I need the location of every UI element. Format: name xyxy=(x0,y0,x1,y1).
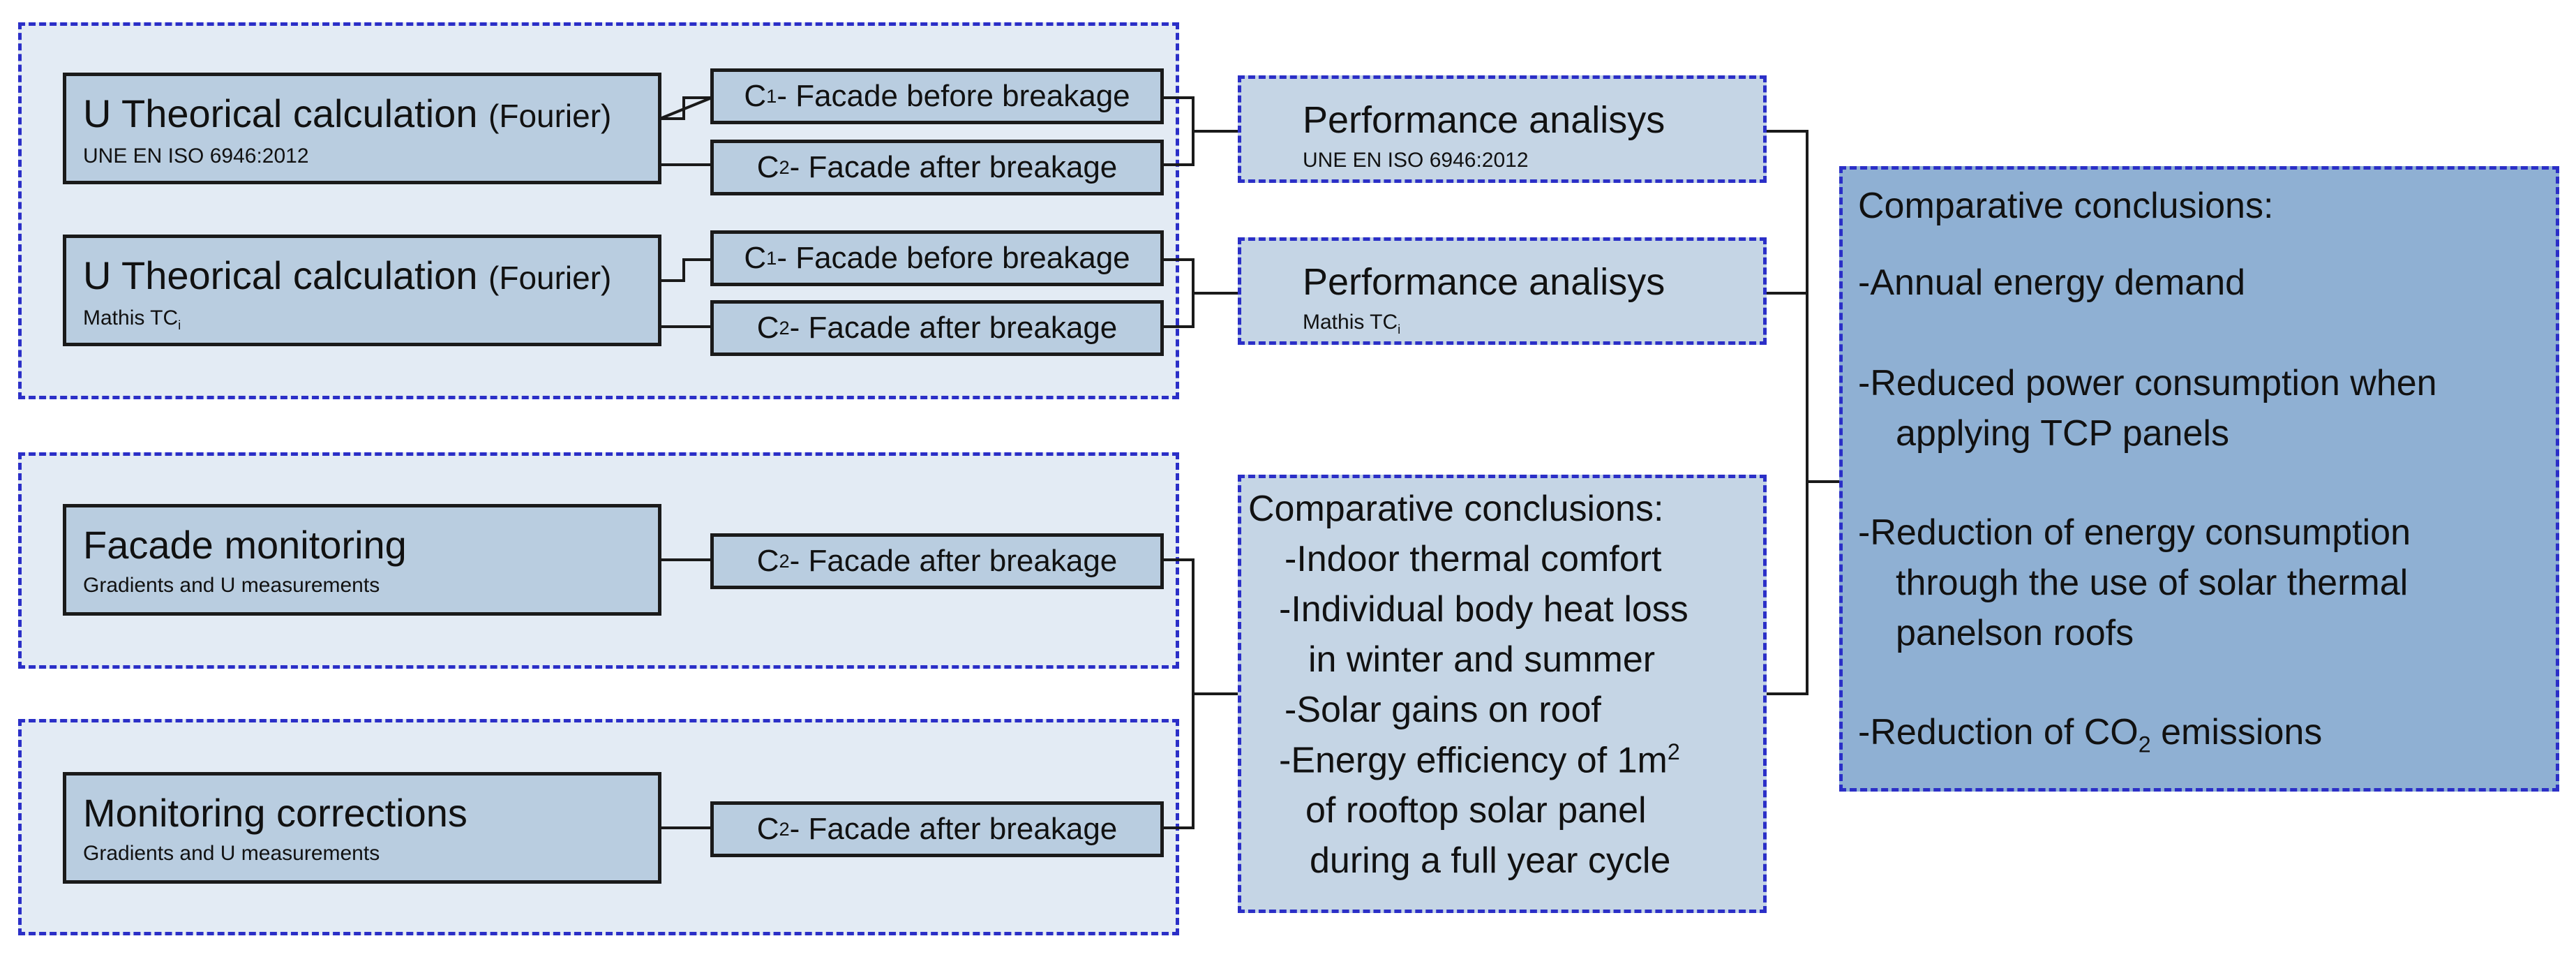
monitoring-corrections-title: Monitoring corrections xyxy=(83,791,467,835)
conclusion-item: applying TCP panels xyxy=(1896,413,2229,454)
conclusion-item: -Indoor thermal comfort xyxy=(1285,539,1662,579)
theoretical-calculation-mathis-box: U Theorical calculation (Fourier) Mathis… xyxy=(63,235,661,346)
standard-label: UNE EN ISO 6946:2012 xyxy=(1303,149,1529,172)
standard-label: UNE EN ISO 6946:2012 xyxy=(83,144,309,168)
conclusion-item: in winter and summer xyxy=(1308,639,1656,680)
measurements-label: Gradients and U measurements xyxy=(83,842,380,865)
conclusions-title: Comparative conclusions: xyxy=(1248,489,1664,529)
performance-analysis-title: Performance analisys xyxy=(1303,99,1665,141)
theoretical-calculation-title: U Theorical calculation (Fourier) xyxy=(83,253,612,297)
comparative-conclusions-right-box: Comparative conclusions: -Annual energy … xyxy=(1839,166,2559,792)
theoretical-calculation-title: U Theorical calculation (Fourier) xyxy=(83,91,612,135)
method-label: Mathis TCi xyxy=(83,306,181,332)
facade-monitoring-box: Facade monitoring Gradients and U measur… xyxy=(63,504,661,616)
comparative-conclusions-middle-box: Comparative conclusions: -Indoor thermal… xyxy=(1238,475,1767,913)
conclusion-item: during a full year cycle xyxy=(1310,840,1671,881)
theoretical-calculation-iso-box: U Theorical calculation (Fourier) UNE EN… xyxy=(63,73,661,184)
conclusion-item: through the use of solar thermal xyxy=(1896,563,2409,603)
measurements-label: Gradients and U measurements xyxy=(83,574,380,597)
conclusion-item: -Solar gains on roof xyxy=(1285,690,1601,730)
conclusion-item: of rooftop solar panel xyxy=(1305,790,1647,831)
method-label: Mathis TCi xyxy=(1303,311,1401,336)
performance-analysis-title: Performance analisys xyxy=(1303,261,1665,303)
monitoring-corrections-box: Monitoring corrections Gradients and U m… xyxy=(63,772,661,884)
conclusion-item: -Reduction of energy consumption xyxy=(1858,512,2411,553)
conclusion-item: -Energy efficiency of 1m2 xyxy=(1279,739,1680,781)
conclusion-item: -Annual energy demand xyxy=(1858,262,2246,303)
performance-analysis-iso-box: Performance analisys UNE EN ISO 6946:201… xyxy=(1238,75,1767,183)
conclusion-item: -Reduction of CO2 emissions xyxy=(1858,712,2323,757)
conclusion-item: -Individual body heat loss xyxy=(1279,589,1688,630)
conclusion-item: panelson roofs xyxy=(1896,613,2134,653)
conclusions-title: Comparative conclusions: xyxy=(1858,186,2274,226)
facade-monitoring-title: Facade monitoring xyxy=(83,523,407,567)
performance-analysis-mathis-box: Performance analisys Mathis TCi xyxy=(1238,237,1767,345)
conclusion-item: -Reduced power consumption when xyxy=(1858,363,2437,403)
